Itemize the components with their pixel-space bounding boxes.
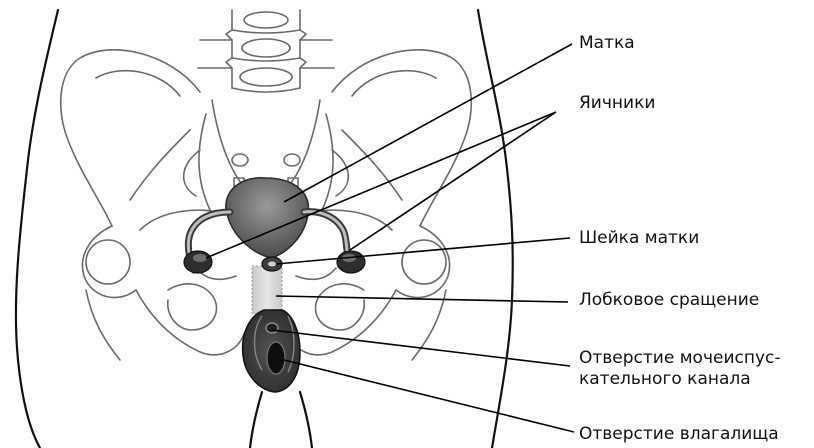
urethral-opening bbox=[266, 323, 278, 333]
label-cervix: Шейка матки bbox=[579, 228, 699, 249]
leader-urethral-opening bbox=[272, 330, 570, 366]
label-pubic-symphysis: Лобковое сращение bbox=[579, 290, 759, 311]
label-ovaries: Яичники bbox=[579, 93, 655, 114]
right-hip-bone bbox=[288, 50, 471, 360]
leader-ovary-right bbox=[350, 112, 556, 250]
label-urethral-opening-line2: кательного канала bbox=[579, 369, 781, 390]
label-urethral-opening: Отверстие мочеиспус- кательного канала bbox=[579, 348, 781, 390]
label-vaginal-opening: Отверстие влагалища bbox=[579, 424, 779, 445]
label-uterus: Матка bbox=[579, 33, 635, 54]
leader-vaginal-opening bbox=[284, 360, 574, 432]
left-hip-bone bbox=[61, 50, 244, 360]
pubic-symphysis bbox=[252, 266, 282, 314]
label-urethral-opening-line1: Отверстие мочеиспус- bbox=[579, 348, 781, 369]
spine bbox=[198, 10, 334, 92]
vaginal-opening bbox=[267, 342, 285, 374]
leader-cervix bbox=[276, 238, 570, 264]
vulva bbox=[243, 310, 300, 392]
